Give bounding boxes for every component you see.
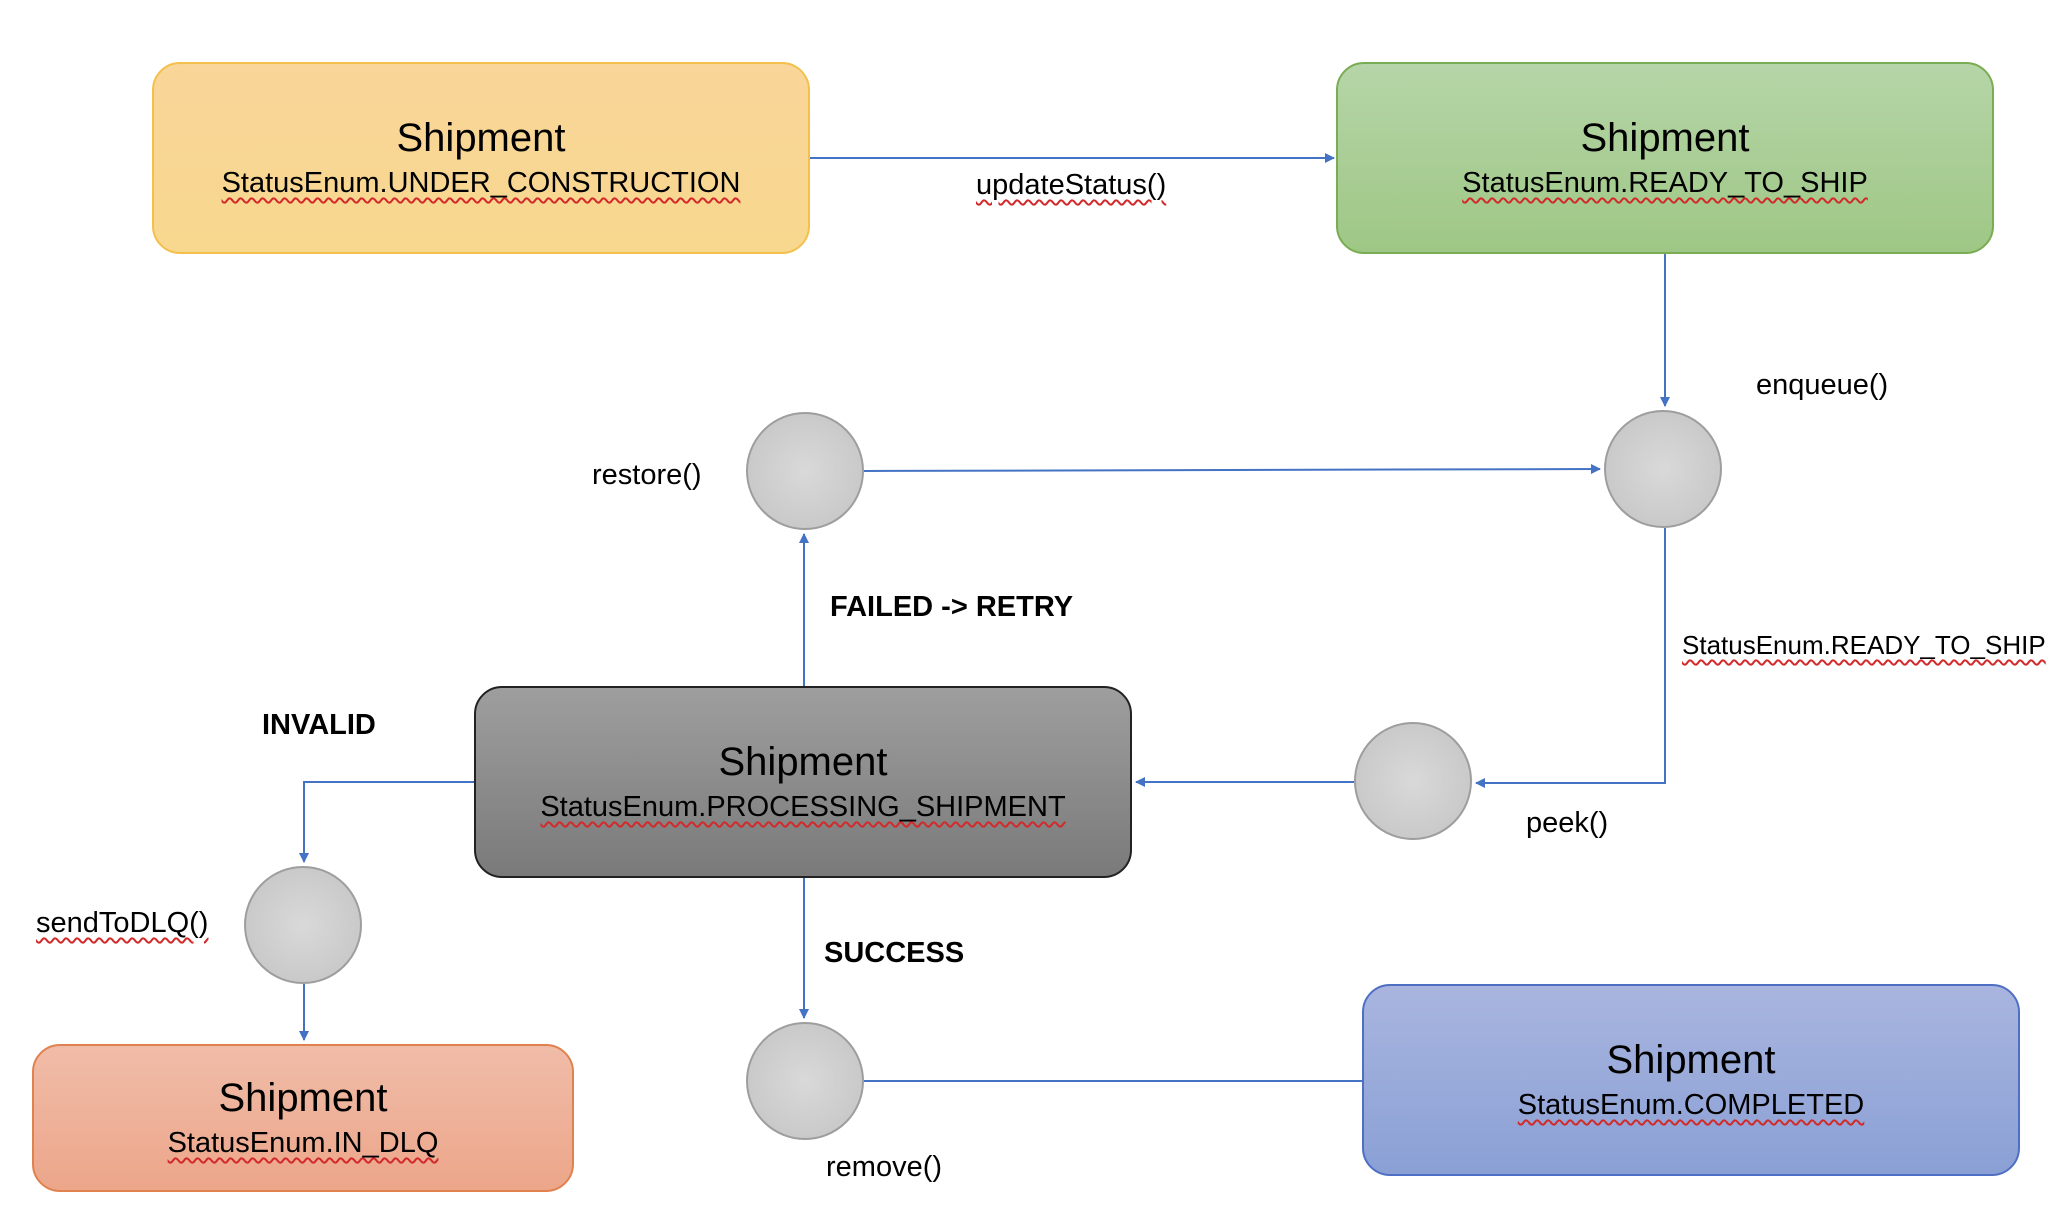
state-ready-to-ship: Shipment StatusEnum.READY_TO_SHIP <box>1336 62 1994 254</box>
label-remove: remove() <box>826 1151 943 1183</box>
state-status: StatusEnum.READY_TO_SHIP <box>1462 167 1868 199</box>
arrow-enqueue-to-peek <box>1475 528 1666 788</box>
label-failed-retry: FAILED -> RETRY <box>830 591 1074 623</box>
state-title: Shipment <box>396 116 566 160</box>
label-enqueue: enqueue() <box>1756 369 1889 401</box>
node-enqueue <box>1604 410 1722 528</box>
label-update-status: updateStatus() <box>976 169 1167 201</box>
node-peek <box>1354 722 1472 840</box>
state-title: Shipment <box>718 740 888 784</box>
state-status: StatusEnum.IN_DLQ <box>167 1127 439 1159</box>
state-title: Shipment <box>1580 116 1750 160</box>
state-under-construction: Shipment StatusEnum.UNDER_CONSTRUCTION <box>152 62 810 254</box>
node-restore <box>746 412 864 530</box>
label-send-to-dlq: sendToDLQ() <box>36 907 209 939</box>
arrow-restore-to-enqueue <box>863 464 1601 475</box>
label-restore: restore() <box>592 459 702 491</box>
label-ready-to-ship-condition: StatusEnum.READY_TO_SHIP <box>1682 630 2046 660</box>
state-processing-shipment: Shipment StatusEnum.PROCESSING_SHIPMENT <box>474 686 1132 878</box>
label-peek: peek() <box>1526 807 1609 839</box>
state-status: StatusEnum.UNDER_CONSTRUCTION <box>221 167 741 199</box>
node-remove <box>746 1022 864 1140</box>
arrow-processing-to-dlq-node <box>299 781 474 863</box>
state-in-dlq: Shipment StatusEnum.IN_DLQ <box>32 1044 574 1192</box>
node-send-to-dlq <box>244 866 362 984</box>
state-title: Shipment <box>218 1076 388 1120</box>
label-invalid: INVALID <box>262 709 376 741</box>
state-completed: Shipment StatusEnum.COMPLETED <box>1362 984 2020 1176</box>
state-status: StatusEnum.COMPLETED <box>1517 1089 1865 1121</box>
label-success: SUCCESS <box>824 937 965 969</box>
state-title: Shipment <box>1606 1038 1776 1082</box>
state-status: StatusEnum.PROCESSING_SHIPMENT <box>540 791 1066 823</box>
